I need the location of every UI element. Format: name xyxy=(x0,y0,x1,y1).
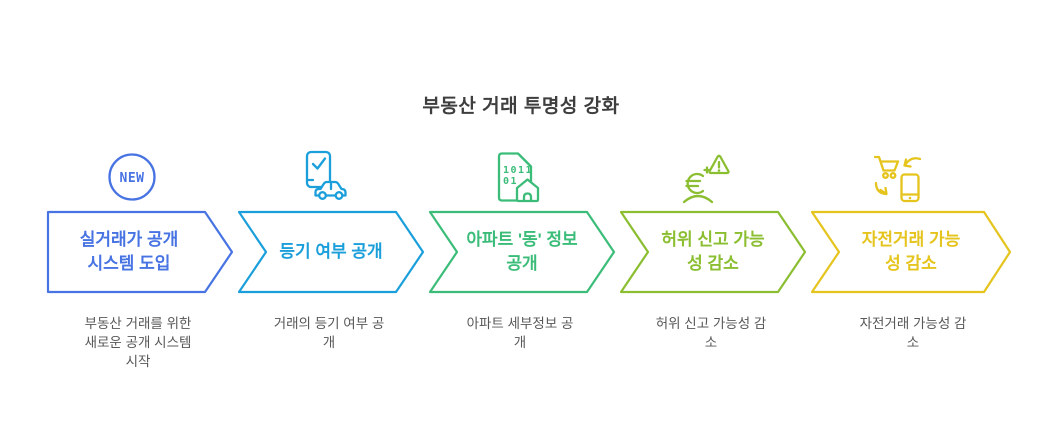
step-2: 등기 여부 공개 거래의 등기 여부 공 개 xyxy=(237,0,425,434)
step-4: 허위 신고 가능 성 감소 허위 신고 가능성 감 소 xyxy=(619,0,807,434)
chevron-shape-4 xyxy=(619,210,807,294)
step-5: 자전거래 가능 성 감소 자전거래 가능성 감 소 xyxy=(810,0,1012,434)
document-house-icon: 1011 01 xyxy=(486,149,542,205)
binary-text-line2: 01 xyxy=(503,176,518,187)
phone-check-car-icon xyxy=(295,149,351,205)
step-description: 허위 신고 가능성 감 소 xyxy=(655,316,767,350)
step-label: 실거래가 공개 시스템 도입 xyxy=(79,230,179,273)
chevron-shape-3 xyxy=(428,210,616,294)
chevron-shape-5 xyxy=(810,210,1012,294)
step-label: 등기 여부 공개 xyxy=(279,242,383,261)
step-description: 거래의 등기 여부 공 개 xyxy=(273,316,385,350)
step-label: 허위 신고 가능 성 감소 xyxy=(661,230,765,273)
step-description: 자전거래 가능성 감 소 xyxy=(859,316,967,350)
step-3: 1011 01 아파트 '동' 정보 공개 아파트 세부정보 공 개 xyxy=(428,0,616,434)
cart-phone-exchange-icon xyxy=(868,149,924,205)
step-description: 아파트 세부정보 공 개 xyxy=(466,316,574,350)
new-badge-icon: NEW xyxy=(104,149,160,205)
step-label: 자전거래 가능 성 감소 xyxy=(861,230,961,273)
binary-text-line1: 1011 xyxy=(503,165,533,176)
diagram-title: 부동산 거래 투명성 강화 xyxy=(422,96,620,117)
new-badge-text: NEW xyxy=(120,171,145,186)
step-1: NEW 실거래가 공개 시스템 도입 부동산 거래를 위한 새로운 공개 시스템… xyxy=(46,0,234,434)
chevron-shape-1 xyxy=(46,210,234,294)
step-label: 아파트 '동' 정보 공개 xyxy=(466,230,578,273)
step-description: 부동산 거래를 위한 새로운 공개 시스템 시작 xyxy=(84,316,192,369)
euro-warning-icon xyxy=(677,149,733,205)
chevron-shape-2 xyxy=(237,210,425,294)
